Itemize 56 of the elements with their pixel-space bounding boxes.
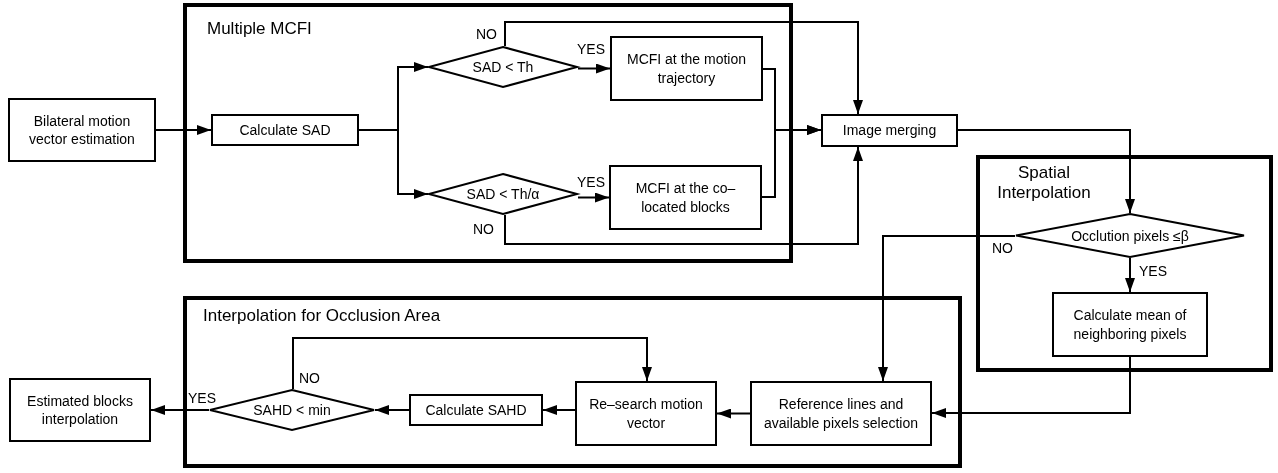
edge-label: NO [991, 241, 1014, 255]
process-box [750, 381, 932, 446]
process-label: Calculate mean of neighboring pixels [1072, 306, 1188, 343]
decision-diamond [428, 173, 578, 215]
arrow [878, 235, 1016, 382]
process-box [211, 114, 359, 146]
arrow [150, 405, 210, 415]
decision-label: Occlution pixels ≤β [1071, 227, 1189, 244]
arrow [292, 337, 652, 390]
arrow [577, 192, 610, 203]
arrow [577, 63, 611, 74]
edge-label: NO [472, 222, 495, 236]
process-label: Calculate SAHD [425, 400, 527, 420]
group-title: Spatial Interpolation [996, 163, 1092, 204]
edge-label: NO [475, 27, 498, 41]
process-box [821, 114, 958, 147]
decision-diamond [1015, 213, 1245, 258]
arrow [542, 405, 576, 415]
process-box [409, 394, 543, 426]
process-label: Bilateral motion vector estimation [28, 111, 136, 149]
arrow [957, 129, 1135, 214]
arrow [504, 21, 863, 115]
decision-diamond [428, 46, 578, 88]
edge-label: YES [187, 391, 217, 405]
edge-label: YES [576, 42, 606, 56]
process-label: Calculate SAD [239, 120, 331, 140]
process-label: Reference lines and available pixels selection [762, 395, 920, 432]
process-label: MCFI at the co–located blocks [634, 179, 737, 216]
arrow [931, 356, 1131, 418]
process-box [9, 378, 151, 442]
decision-label: SAD < Th/α [466, 186, 540, 202]
edge-label: YES [576, 175, 606, 189]
group-title: Multiple MCFI [207, 19, 312, 40]
process-label: Re–search motion vector [588, 395, 704, 432]
process-label: Estimated blocks interpolation [26, 391, 134, 429]
group-frame [183, 296, 962, 468]
decision-label: SAHD < min [253, 402, 331, 418]
group-frame [976, 155, 1273, 372]
process-box [609, 165, 762, 230]
arrow [1125, 257, 1135, 293]
edge-label: YES [1138, 264, 1168, 278]
arrow [358, 129, 429, 199]
process-label: MCFI at the motion trajectory [625, 50, 747, 87]
edge-label: NO [298, 371, 321, 385]
group-title: Interpolation for Occlusion Area [203, 306, 441, 327]
decision-label: SAD < Th [472, 59, 534, 75]
arrow [374, 405, 410, 415]
arrow [155, 125, 212, 135]
process-box [610, 36, 763, 101]
process-box [575, 381, 717, 446]
arrow [504, 146, 863, 245]
process-label: Image merging [842, 121, 937, 140]
process-box [1052, 292, 1208, 357]
group-frame [183, 3, 793, 263]
process-box [8, 98, 156, 162]
arrow [716, 408, 751, 419]
